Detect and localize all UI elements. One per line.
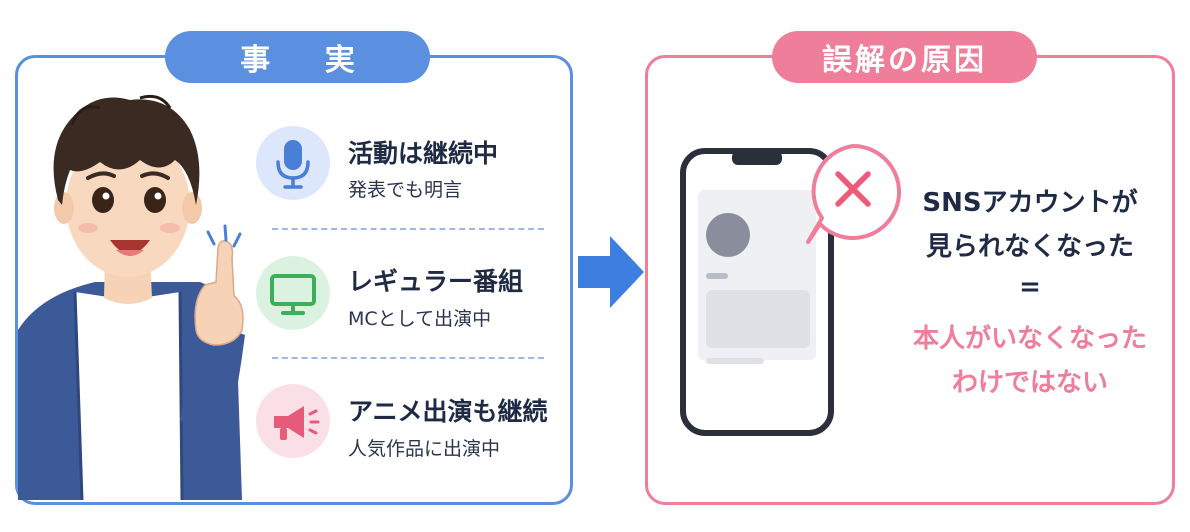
fact-subtitle-activity: 発表でも明言 bbox=[348, 179, 463, 201]
monitor-icon bbox=[256, 256, 330, 330]
cause-line-not-gone: 本人がいなくなった bbox=[912, 324, 1147, 354]
fact-divider bbox=[272, 357, 544, 359]
cause-line-sns: SNSアカウントが bbox=[922, 188, 1138, 218]
megaphone-icon bbox=[256, 384, 330, 458]
microphone-icon bbox=[256, 126, 330, 200]
facts-panel-title: 事 実 bbox=[165, 31, 430, 83]
cause-line-hidden: 見られなくなった bbox=[925, 232, 1134, 262]
fact-title-activity: 活動は継続中 bbox=[348, 139, 499, 168]
fact-title-anime: アニメ出演も継続 bbox=[348, 397, 548, 426]
arrow-right-icon bbox=[578, 236, 644, 308]
cause-panel-title: 誤解の原因 bbox=[772, 31, 1037, 83]
fact-subtitle-anime: 人気作品に出演中 bbox=[348, 438, 501, 460]
cause-equals: = bbox=[1019, 272, 1041, 302]
fact-divider bbox=[272, 228, 544, 230]
cause-line-not: わけではない bbox=[951, 368, 1108, 398]
close-icon bbox=[806, 144, 902, 244]
fact-title-regular-show: レギュラー番組 bbox=[348, 267, 524, 296]
smartphone-icon bbox=[680, 148, 834, 436]
fact-subtitle-regular-show: MCとして出演中 bbox=[348, 308, 492, 330]
